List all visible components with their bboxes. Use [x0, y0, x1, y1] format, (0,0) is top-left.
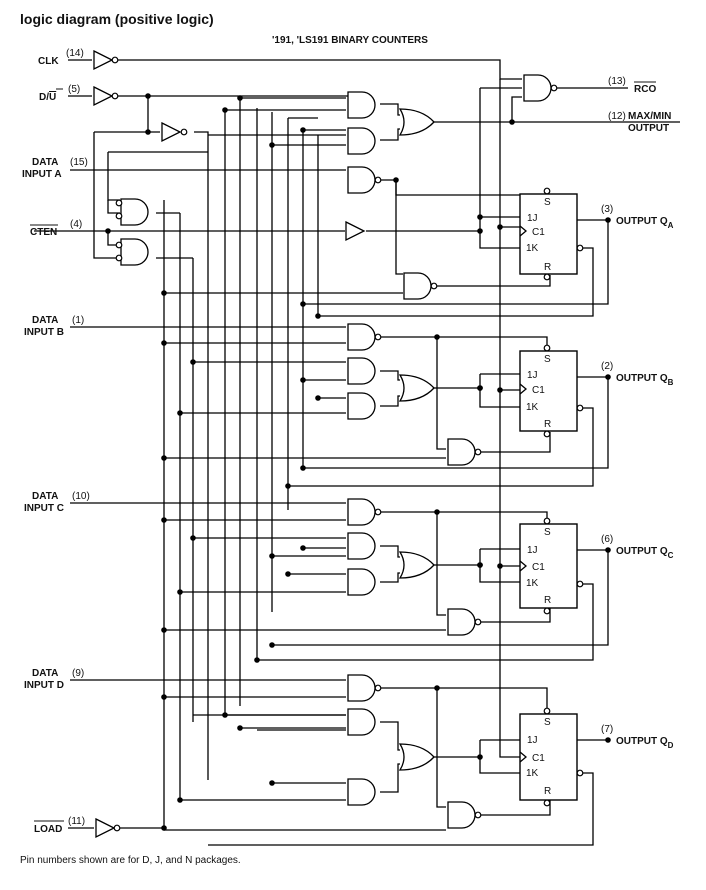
svg-text:1J: 1J — [527, 545, 538, 556]
maxmin-pin: (12) — [608, 111, 626, 122]
svg-text:1K: 1K — [526, 402, 539, 413]
svg-text:1J: 1J — [527, 213, 538, 224]
stage-c-or-gate — [399, 551, 435, 579]
stage-b-clear-nand — [447, 438, 482, 466]
rco-label: RCO — [634, 84, 656, 95]
stage-d-preset-nand — [347, 674, 382, 702]
cten-pin: (4) — [70, 219, 82, 230]
stage-d-clear-nand — [447, 801, 482, 829]
load-pin: (11) — [68, 816, 85, 827]
input-labels: CLK (14) D/U (5) DATA INPUT A (15) CTEN … — [22, 48, 90, 835]
maxmin-and-gate-1 — [347, 91, 376, 119]
flipflop-d: S 1J C1 1K R — [519, 707, 584, 807]
flipflop-b: S 1J C1 1K R — [519, 344, 584, 438]
stage-b-or-gate — [399, 374, 435, 402]
flipflop-a: S 1J C1 1K R — [519, 187, 584, 281]
output-labels: (13) RCO (12) MAX/MIN OUTPUT (3) OUTPUT … — [601, 76, 674, 750]
load-inverter — [95, 818, 121, 838]
data-c-line2: INPUT C — [24, 503, 64, 514]
svg-text:1K: 1K — [526, 768, 539, 779]
data-d-line1: DATA — [32, 668, 58, 679]
diagram-title: logic diagram (positive logic) — [20, 11, 214, 27]
qc-pin: (6) — [601, 534, 613, 545]
stage-b-and-gate-2 — [347, 392, 376, 420]
svg-text:S: S — [544, 197, 551, 208]
qc-label: OUTPUT QC — [616, 546, 674, 560]
svg-text:C1: C1 — [532, 227, 545, 238]
svg-text:1K: 1K — [526, 578, 539, 589]
data-c-pin: (10) — [72, 491, 90, 502]
maxmin-line2: OUTPUT — [628, 123, 669, 134]
qb-pin: (2) — [601, 361, 613, 372]
svg-text:1K: 1K — [526, 243, 539, 254]
svg-text:1J: 1J — [527, 370, 538, 381]
data-a-line2: INPUT A — [22, 169, 62, 180]
maxmin-or-gate — [399, 108, 435, 136]
du-label: D/U — [39, 92, 56, 103]
wires — [34, 59, 680, 846]
rco-pin: (13) — [608, 76, 626, 87]
du-second-inverter — [161, 122, 188, 142]
stage-a-clear-nand — [403, 272, 438, 300]
cten-buffer — [345, 221, 365, 241]
du-pin: (5) — [68, 84, 80, 95]
stage-a-preset-nand — [347, 166, 382, 194]
svg-text:C1: C1 — [532, 562, 545, 573]
svg-text:S: S — [544, 717, 551, 728]
stage-b-preset-nand — [347, 323, 382, 351]
svg-text:R: R — [544, 595, 551, 606]
qa-label: OUTPUT QA — [616, 216, 674, 230]
stage-c-and-gate-2 — [347, 568, 376, 596]
svg-text:R: R — [544, 786, 551, 797]
data-b-line2: INPUT B — [24, 327, 64, 338]
svg-text:C1: C1 — [532, 753, 545, 764]
stage-c-clear-nand — [447, 608, 482, 636]
footnote: Pin numbers shown are for D, J, and N pa… — [20, 855, 241, 866]
stage-d-or-gate — [399, 743, 435, 771]
data-d-pin: (9) — [72, 668, 84, 679]
svg-text:S: S — [544, 527, 551, 538]
stage-c-and-gate-1 — [347, 532, 376, 560]
stage-c-preset-nand — [347, 498, 382, 526]
svg-text:C1: C1 — [532, 385, 545, 396]
data-a-line1: DATA — [32, 157, 58, 168]
qd-label: OUTPUT QD — [616, 736, 674, 750]
maxmin-and-gate-2 — [347, 127, 376, 155]
svg-text:R: R — [544, 262, 551, 273]
clk-label: CLK — [38, 56, 59, 67]
svg-text:S: S — [544, 354, 551, 365]
qd-pin: (7) — [601, 724, 613, 735]
stage-d-and-gate-2 — [347, 778, 376, 806]
diagram-subtitle: '191, 'LS191 BINARY COUNTERS — [272, 35, 428, 46]
clk-inverter — [93, 50, 119, 70]
control-and-gate-2 — [115, 238, 149, 266]
du-inverter — [93, 86, 119, 106]
qa-pin: (3) — [601, 204, 613, 215]
data-d-line2: INPUT D — [24, 680, 64, 691]
data-a-pin: (15) — [70, 157, 88, 168]
data-b-pin: (1) — [72, 315, 84, 326]
cten-label: CTEN — [30, 227, 57, 238]
flipflop-c: S 1J C1 1K R — [519, 517, 584, 615]
svg-text:R: R — [544, 419, 551, 430]
svg-text:1J: 1J — [527, 735, 538, 746]
stage-d-and-gate-1 — [347, 708, 376, 736]
data-b-line1: DATA — [32, 315, 58, 326]
rco-nand-gate — [523, 74, 558, 102]
control-and-gate-1 — [115, 198, 149, 226]
stage-b-and-gate-1 — [347, 357, 376, 385]
clk-pin: (14) — [66, 48, 84, 59]
maxmin-line1: MAX/MIN — [628, 111, 671, 122]
data-c-line1: DATA — [32, 491, 58, 502]
qb-label: OUTPUT QB — [616, 373, 674, 387]
load-label: LOAD — [34, 824, 62, 835]
